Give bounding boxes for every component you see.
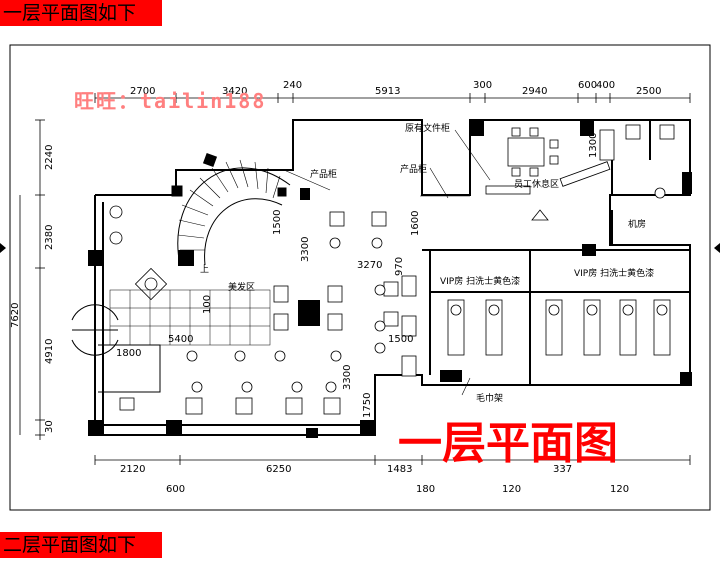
svg-text:2700: 2700 <box>130 86 155 97</box>
svg-text:120: 120 <box>502 484 521 495</box>
walls <box>94 119 691 436</box>
svg-text:180: 180 <box>416 484 435 495</box>
watermark: 旺旺：tailin188 <box>74 89 266 113</box>
waiting-floor-grid <box>71 289 271 393</box>
svg-text:7620: 7620 <box>10 303 21 328</box>
svg-text:3420: 3420 <box>222 86 247 97</box>
svg-text:1483: 1483 <box>387 464 412 475</box>
svg-text:2500: 2500 <box>636 86 661 97</box>
towel-rack-label: 毛巾架 <box>476 392 503 404</box>
salon-chairs <box>109 205 417 415</box>
svg-text:600: 600 <box>166 484 185 495</box>
dimension-text-inner: 1500 3300 1600 3270 970 1500 3300 1750 1… <box>116 133 599 418</box>
svg-text:5400: 5400 <box>168 334 193 345</box>
svg-text:1600: 1600 <box>410 211 421 236</box>
product-cabinet-label-2: 产品柜 <box>400 163 427 175</box>
vip-room-label: VIP房 扫洗士黄色漆 <box>440 275 520 287</box>
svg-text:3270: 3270 <box>357 260 382 271</box>
spiral-stair <box>171 152 291 266</box>
svg-text:3300: 3300 <box>300 237 311 262</box>
svg-text:600: 600 <box>578 80 597 91</box>
plan-frame <box>9 44 711 511</box>
bottom-banner: 二层平面图如下 <box>0 532 162 558</box>
svg-text:400: 400 <box>596 80 615 91</box>
existing-cabinet-label: 原有文件柜 <box>405 122 450 134</box>
shampoo-beds <box>447 299 671 356</box>
svg-text:1300: 1300 <box>588 133 599 158</box>
svg-text:1800: 1800 <box>116 348 141 359</box>
columns <box>88 120 692 438</box>
staff-rest-furniture <box>485 124 675 199</box>
svg-text:2120: 2120 <box>120 464 145 475</box>
product-cabinet-label: 产品柜 <box>310 168 337 180</box>
stair-up-label: 上 <box>200 264 209 275</box>
north-arrow-icon <box>531 209 549 221</box>
svg-text:4910: 4910 <box>44 339 55 364</box>
svg-text:2940: 2940 <box>522 86 547 97</box>
top-banner: 一层平面图如下 <box>0 0 162 26</box>
svg-text:1500: 1500 <box>272 210 283 235</box>
round-table <box>134 267 168 301</box>
dimension-text-left: 2240 2380 7620 4910 30 <box>10 145 55 433</box>
svg-text:3300: 3300 <box>342 365 353 390</box>
edge-marker-icon <box>0 243 720 253</box>
svg-text:100: 100 <box>202 295 213 314</box>
salon-area-label: 美发区 <box>228 281 255 293</box>
svg-text:337: 337 <box>553 464 572 475</box>
svg-text:6250: 6250 <box>266 464 291 475</box>
plan-title: 一层平面图 <box>398 418 618 469</box>
machine-room-label: 机房 <box>628 218 646 230</box>
svg-text:120: 120 <box>610 484 629 495</box>
svg-text:2380: 2380 <box>44 225 55 250</box>
svg-text:5913: 5913 <box>375 86 400 97</box>
svg-text:1750: 1750 <box>362 393 373 418</box>
vip-room-label-2: VIP房 扫洗士黄色漆 <box>574 267 654 279</box>
svg-text:2240: 2240 <box>44 145 55 170</box>
room-labels: 原有文件柜 产品柜 产品柜 员工休息区 机房 VIP房 扫洗士黄色漆 VIP房 … <box>200 122 654 404</box>
dimension-text-bottom: 2120 6250 1483 337 600 180 120 120 <box>120 464 629 495</box>
svg-text:1500: 1500 <box>388 334 413 345</box>
svg-text:240: 240 <box>283 80 302 91</box>
svg-text:300: 300 <box>473 80 492 91</box>
leader-lines <box>283 129 491 396</box>
staff-rest-label: 员工休息区 <box>514 178 559 190</box>
svg-text:970: 970 <box>394 257 405 276</box>
dimension-text-top: 2700 3420 240 5913 300 2940 600 400 2500 <box>130 80 661 97</box>
svg-text:30: 30 <box>44 420 55 433</box>
dimension-lines <box>19 93 691 465</box>
